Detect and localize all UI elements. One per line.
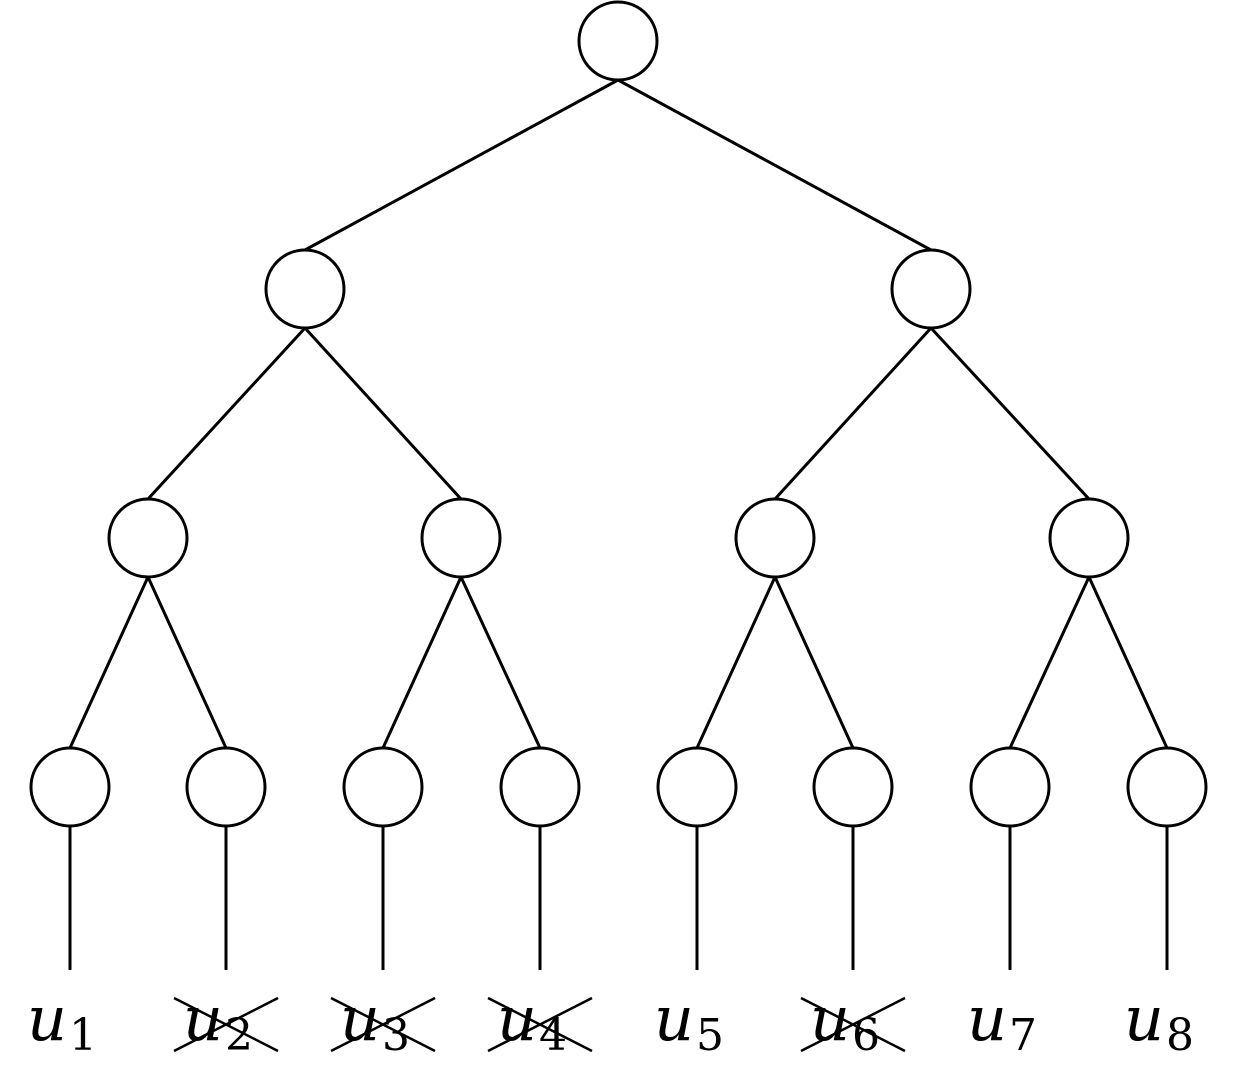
root-node xyxy=(577,0,659,82)
tree-edges xyxy=(68,78,1169,970)
leaf-label-symbol: u xyxy=(654,982,694,1055)
leaf-label-symbol: u xyxy=(967,982,1007,1055)
leaf-label: u1 xyxy=(27,982,97,1061)
tree-edge xyxy=(146,326,307,501)
leaf-label-symbol: u xyxy=(27,982,67,1055)
tree-edge xyxy=(1008,576,1091,749)
tree-edge xyxy=(929,326,1091,501)
tree-nodes xyxy=(29,0,1208,828)
tree-node xyxy=(1126,746,1208,828)
tree-node xyxy=(420,497,502,579)
tree-edge xyxy=(773,576,855,749)
leaf-label: u8 xyxy=(1124,982,1194,1061)
tree-node xyxy=(107,497,189,579)
strike-mark xyxy=(487,996,593,1053)
tree-node xyxy=(185,746,267,828)
tree-node xyxy=(812,746,894,828)
strike-mark xyxy=(330,996,436,1053)
leaf-label-symbol: u xyxy=(1124,982,1164,1055)
tree-edge xyxy=(146,576,228,749)
leaf-label-index: 8 xyxy=(1166,1010,1194,1061)
tree-edge xyxy=(303,326,463,501)
tree-edge xyxy=(695,576,777,749)
tree-edge xyxy=(617,78,932,252)
leaf-label-index: 5 xyxy=(696,1010,724,1061)
tree-node xyxy=(342,746,424,828)
strike-mark xyxy=(173,996,279,1053)
tree-edge xyxy=(459,576,542,749)
leaf-label-index: 7 xyxy=(1009,1010,1037,1061)
tree-node xyxy=(1048,497,1130,579)
tree-node xyxy=(656,746,738,828)
tree-node xyxy=(264,248,346,330)
tree-edge xyxy=(68,576,150,749)
tree-node xyxy=(969,746,1051,828)
tree-node xyxy=(29,746,111,828)
tree-edge xyxy=(773,326,933,501)
tree-edge xyxy=(1087,576,1169,749)
tree-node xyxy=(734,497,816,579)
tree-edge xyxy=(304,78,619,252)
tree-node xyxy=(890,248,972,330)
leaf-label: u7 xyxy=(967,982,1037,1061)
tree-edge xyxy=(381,576,463,749)
leaf-label-index: 1 xyxy=(69,1010,97,1061)
strike-mark xyxy=(800,996,906,1053)
tree-node xyxy=(499,746,581,828)
leaf-label: u5 xyxy=(654,982,724,1061)
